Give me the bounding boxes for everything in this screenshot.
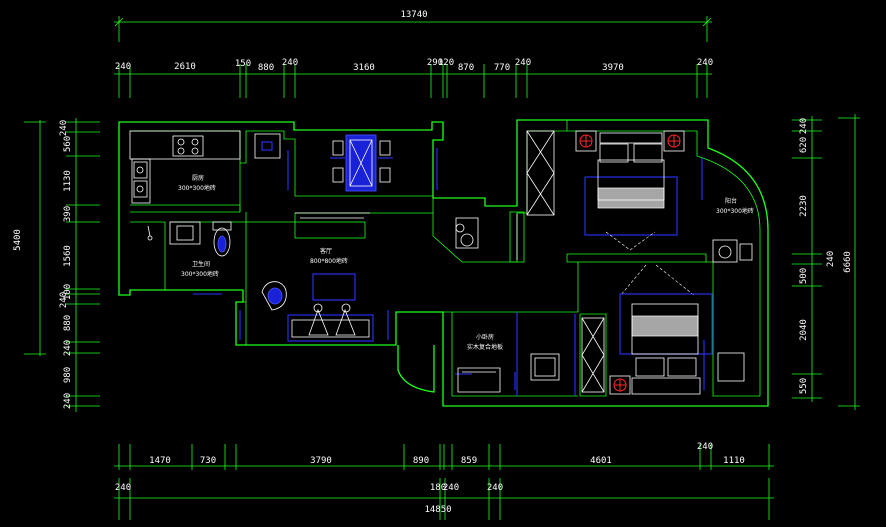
dim-top-12: 3970	[602, 63, 624, 73]
dim-bottom2-3: 240	[443, 483, 459, 493]
dim-top-1: 240	[115, 62, 131, 72]
dim-top-6: 3160	[353, 63, 375, 73]
dim-top-9: 870	[458, 63, 474, 73]
dim-right-2: 620	[799, 137, 809, 153]
master-bedroom-furniture	[575, 130, 685, 251]
dim-right-3: 2230	[799, 195, 809, 217]
dim-left-4: 390	[63, 206, 73, 222]
living-furniture	[261, 273, 374, 342]
dim-bottom-6: 4601	[590, 456, 612, 466]
label-kitchen: 厨房	[192, 174, 204, 182]
label-living: 客厅	[320, 247, 332, 255]
balcony-fixtures	[712, 239, 753, 263]
label-study-floor: 实木复合地板	[467, 343, 503, 351]
label-balcony-tile: 300*300地砖	[716, 207, 754, 215]
dim-top-total: 13740	[400, 10, 427, 20]
kitchen-fixtures	[129, 130, 281, 204]
dim-top-13: 240	[697, 58, 713, 68]
dim-right-7: 550	[799, 378, 809, 394]
dim-right-5: 500	[799, 268, 809, 284]
dim-bottom2-1: 240	[115, 483, 131, 493]
dim-right-6: 2040	[799, 319, 809, 341]
dim-top-10: 770	[494, 63, 510, 73]
top-dimensions: 13740 240 2610 150 880 240 3160 290 120 …	[114, 10, 713, 98]
dim-top-3: 150	[235, 59, 251, 69]
label-bathroom-tile: 300*300地砖	[181, 270, 219, 278]
dim-bottom2-4: 240	[487, 483, 503, 493]
windows	[193, 148, 705, 390]
dim-bottom-extra: 240	[697, 442, 713, 452]
study-furniture	[457, 312, 576, 396]
dim-bottom-1: 1470	[149, 456, 171, 466]
walls	[118, 119, 769, 407]
second-bedroom-furniture	[581, 264, 745, 395]
dim-top-2: 2610	[174, 62, 196, 72]
label-living-tile: 800*800地砖	[310, 257, 348, 265]
label-bathroom: 卫生间	[192, 260, 210, 268]
dim-top-11: 240	[515, 58, 531, 68]
dim-left-10: 980	[63, 367, 73, 383]
dim-left-total: 5400	[13, 229, 23, 251]
bottom-dimensions: 1470 730 3790 890 859 4601 1110 240 240 …	[114, 442, 774, 520]
dim-bottom-2: 730	[200, 456, 216, 466]
dim-right-1: 240	[799, 118, 809, 134]
dim-left-11: 240	[63, 393, 73, 409]
dim-left-2: 560	[63, 136, 73, 152]
label-study: 小卧房	[476, 333, 494, 341]
dim-left-9: 240	[63, 340, 73, 356]
left-dimensions: 5400 240 560 1130 390 1560 100 240 880 2…	[13, 118, 100, 412]
label-kitchen-tile: 300*300地砖	[178, 184, 216, 192]
right-dimensions: 240 620 2230 240 500 2040 550 6660	[792, 114, 860, 410]
dim-top-4: 880	[258, 63, 274, 73]
room-labels: 厨房 300*300地砖 卫生间 300*300地砖 客厅 800*800地砖 …	[178, 174, 754, 351]
dim-top-7: 290	[427, 58, 443, 68]
dim-left-5: 1560	[63, 245, 73, 267]
entry-door	[397, 345, 435, 393]
tv-cabinet	[294, 212, 370, 239]
dim-right-total: 6660	[843, 251, 853, 273]
dim-left-7: 240	[59, 292, 69, 308]
dim-top-5: 240	[282, 58, 298, 68]
dim-left-3: 1130	[63, 170, 73, 192]
dim-left-1: 240	[59, 120, 69, 136]
dim-bottom-3: 3790	[310, 456, 332, 466]
top-ticks	[118, 64, 708, 98]
dim-left-8: 880	[63, 315, 73, 331]
label-balcony: 阳台	[725, 197, 737, 205]
dim-right-4: 240	[826, 251, 836, 267]
bathroom-fixtures	[147, 221, 232, 257]
dim-bottom-5: 859	[461, 456, 477, 466]
dim-bottom2-2: 180	[430, 483, 446, 493]
dim-left-6: 100	[63, 284, 73, 300]
dining-table	[330, 134, 393, 192]
dim-bottom-7: 1110	[723, 456, 745, 466]
dim-top-8: 120	[438, 58, 454, 68]
dim-bottom-total: 14850	[424, 505, 451, 515]
corridor-items	[455, 130, 555, 263]
dim-bottom-4: 890	[413, 456, 429, 466]
